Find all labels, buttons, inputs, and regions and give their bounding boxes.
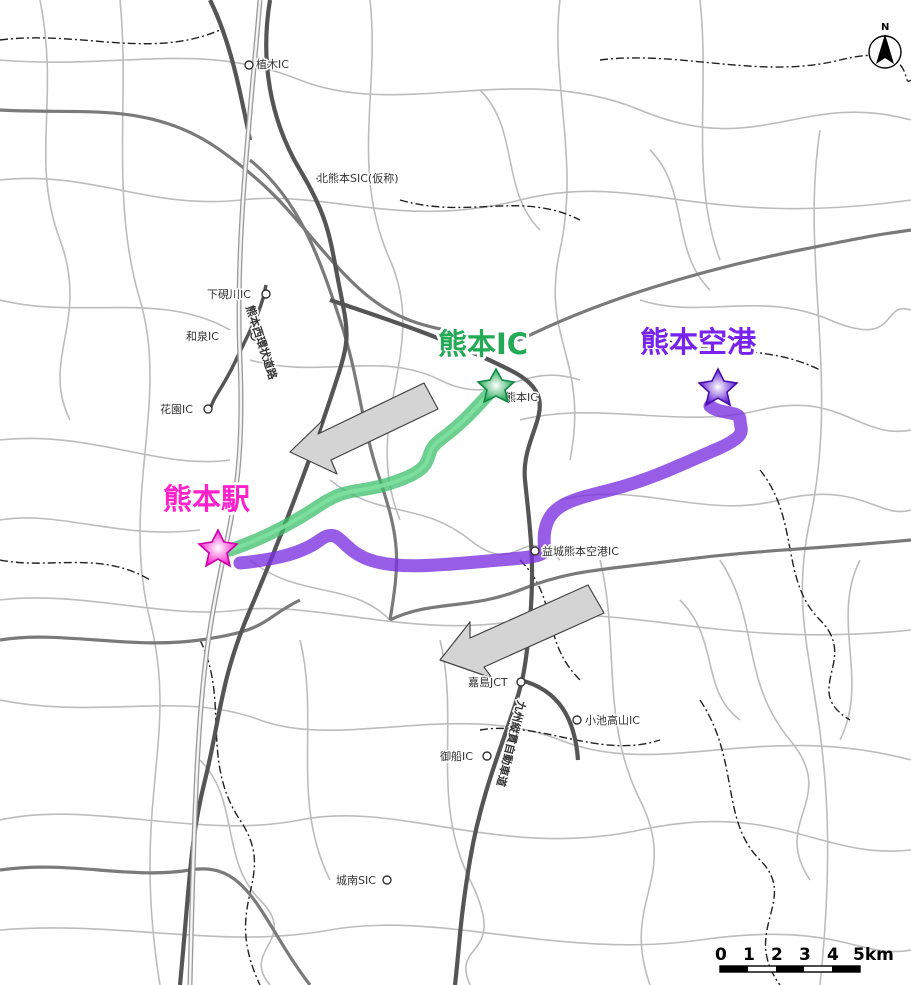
ic-marker-izumi	[250, 331, 260, 341]
interchange-star-icon	[476, 367, 516, 404]
ic-label-ueki: 植木IC	[256, 57, 289, 71]
scale-tick-2: 2	[771, 945, 783, 965]
compass-icon: N	[868, 22, 902, 69]
green-route-core	[228, 384, 498, 552]
direction-arrow-upper	[289, 382, 439, 475]
ic-label-mifune: 御船IC	[440, 749, 473, 763]
station-label: 熊本駅	[163, 482, 250, 516]
ic-label-mashiki: 益城熊本空港IC	[542, 544, 619, 558]
airport-star-icon	[697, 367, 739, 407]
direction-arrow-lower	[439, 584, 605, 679]
scale-tick-1: 1	[743, 945, 755, 965]
ic-label-shimokawa: 下硯川IC	[207, 288, 251, 301]
west-ring-road	[208, 284, 268, 411]
scale-bar: 0 1 2 3 4 5km	[715, 945, 894, 973]
ic-marker-jonan	[382, 875, 392, 885]
ic-marker-mifune	[482, 751, 492, 761]
interchange-label: 熊本IC	[438, 327, 528, 361]
purple-route	[233, 399, 748, 573]
ic-label-hanazono: 花園IC	[160, 403, 193, 416]
station-star-icon	[197, 528, 239, 568]
ic-label-kitakumamoto: 北熊本SIC(仮称)	[317, 171, 399, 185]
scale-end-label: 5km	[853, 945, 894, 965]
ic-label-jonan: 城南SIC	[336, 874, 376, 887]
ic-marker-ueki	[244, 60, 254, 70]
ic-markers	[203, 60, 582, 885]
ic-marker-mashiki	[530, 546, 540, 556]
ic-label-izumi: 和泉IC	[186, 329, 219, 343]
ic-label-kashima: 嘉島JCT	[468, 675, 508, 689]
ic-marker-koike	[572, 715, 582, 725]
compass-label: N	[881, 22, 889, 33]
scale-tick-4: 4	[827, 945, 839, 965]
railway-line	[188, 0, 262, 985]
scale-tick-0: 0	[715, 945, 727, 965]
ic-marker-hanazono	[203, 404, 213, 414]
ic-label-koike: 小池高山IC	[585, 713, 640, 727]
airport-label: 熊本空港	[640, 325, 757, 359]
admin-boundaries	[0, 29, 911, 985]
ic-label-kumamoto: 熊本IC	[505, 390, 538, 404]
ic-marker-shimokawa	[261, 289, 271, 299]
scale-tick-3: 3	[799, 945, 811, 965]
ic-marker-kitakumamoto	[316, 173, 326, 183]
ic-marker-kashima	[516, 677, 526, 687]
